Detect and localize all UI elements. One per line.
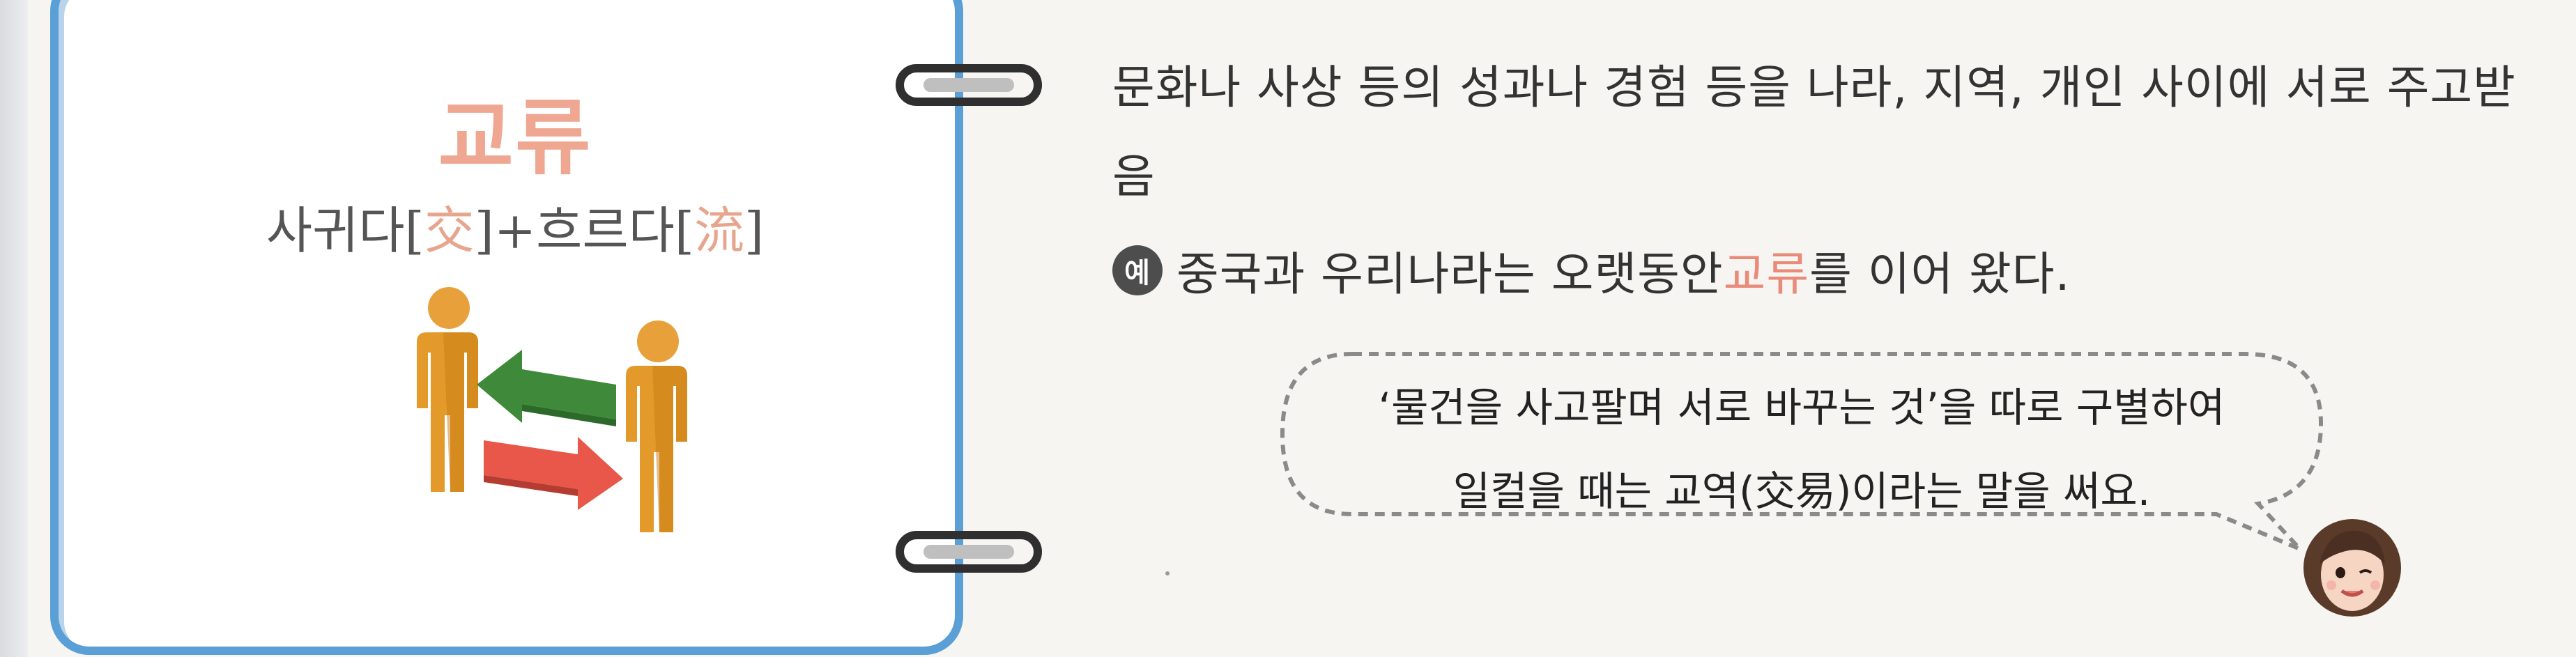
example-text-before: 중국과 우리나라는 오랫동안 (1176, 247, 1724, 301)
arrow-right-icon (484, 437, 623, 510)
example-text-after: 를 이어 왔다. (1809, 247, 2071, 301)
card-etymology: 사귀다[交]+흐르다[流] (59, 190, 972, 263)
speech-bubble (1280, 352, 2324, 551)
vocabulary-card: 교류 사귀다[交]+흐르다[流] (50, 0, 963, 655)
example-badge: 예 (1112, 245, 1163, 295)
etymology-part-2: ]+흐르다[ (474, 201, 694, 260)
definition-text: 문화나 사상 등의 성과나 경험 등을 나라, 지역, 개인 사이에 서로 주고… (1112, 61, 2516, 203)
bubble-line-2: 일컬을 때는 교역(交易)이라는 말을 써요. (1452, 467, 2151, 515)
hanja-2: 流 (693, 201, 744, 260)
example-highlight: 교류 (1723, 247, 1810, 301)
etymology-part-1: 사귀다[ (266, 201, 424, 260)
exchange-illustration (417, 287, 687, 532)
page-edge (0, 0, 28, 657)
speck (1165, 571, 1170, 575)
teacher-avatar-icon (2303, 519, 2401, 617)
etymology-part-3: ] (744, 201, 765, 260)
person-right-icon (626, 320, 687, 532)
bubble-line-1: ‘물건을 사고팔며 서로 바꾸는 것’을 따로 구별하여 (1378, 384, 2225, 431)
hanja-1: 交 (424, 201, 475, 260)
binder-ring-top (896, 64, 1042, 106)
card-word: 교류 (438, 90, 592, 186)
arrow-left-icon (477, 350, 616, 426)
person-left-icon (417, 287, 478, 492)
binder-ring-bottom (896, 531, 1042, 573)
bubble-text: ‘물건을 사고팔며 서로 바꾸는 것’을 따로 구별하여 일컬을 때는 교역(交… (1275, 366, 2328, 533)
